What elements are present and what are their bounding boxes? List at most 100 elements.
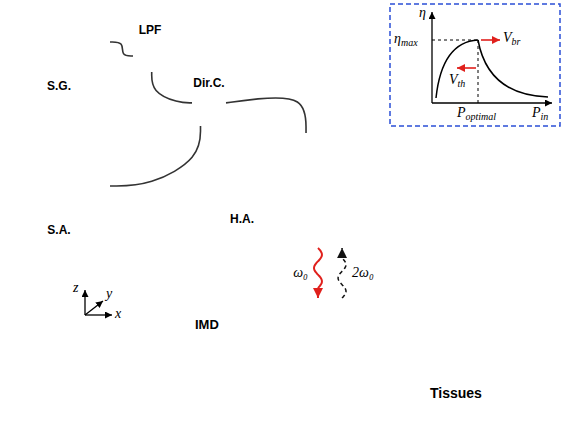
slab-side-face <box>40 268 100 430</box>
symbol-subscript: optimal <box>466 111 497 122</box>
horn-antenna-icon <box>272 150 292 237</box>
spectrum-analyzer-icon <box>90 176 102 186</box>
horn-antenna-icon <box>306 150 307 247</box>
frequency-label: 2ω₀ <box>352 265 374 280</box>
horn-antenna-icon <box>259 150 355 247</box>
coupler-icon <box>196 103 222 105</box>
graph-axis <box>432 102 552 103</box>
spectrum-analyzer-icon <box>43 178 45 192</box>
spectrum-analyzer-icon <box>72 160 84 170</box>
filter-icon <box>134 41 167 72</box>
horn-antenna: H.A. <box>258 133 356 248</box>
spectrum-analyzer-icon <box>72 176 84 186</box>
horn-antenna-icon <box>320 150 342 237</box>
implant-device: IMD <box>195 298 365 316</box>
implant-antenna <box>282 302 294 311</box>
guide-line <box>478 40 479 103</box>
symbol-base: η <box>394 31 401 46</box>
symbol-label: Pin <box>532 106 548 122</box>
symbol-subscript: th <box>458 78 466 89</box>
signal-generator-icon <box>72 16 84 26</box>
guide-line <box>432 40 478 41</box>
spectrum-analyzer: S.A. <box>8 150 110 222</box>
rf-cable <box>152 72 192 103</box>
signal-generator-icon <box>31 63 37 69</box>
symbol-label: x <box>115 307 121 321</box>
symbol-label: Vth <box>449 73 465 89</box>
device-label: S.G. <box>47 80 71 94</box>
rf-cable <box>110 126 201 186</box>
directional-coupler: Dir.C. <box>192 93 226 126</box>
symbol-base: P <box>457 105 466 120</box>
spectrum-analyzer-icon <box>38 162 40 192</box>
symbol-label: Vbr <box>503 31 520 47</box>
device-label: H.A. <box>230 213 254 227</box>
rf-cable <box>226 98 306 133</box>
coupler-icon <box>217 107 222 113</box>
coupler-icon <box>200 110 217 121</box>
symbol-base: V <box>503 30 512 45</box>
filter-icon <box>147 45 153 53</box>
signal-generator-icon <box>90 16 102 26</box>
filter-icon <box>140 61 160 66</box>
signal-generator: S.G. <box>8 6 110 78</box>
device-label: Tissues <box>430 385 482 401</box>
efficiency-curve <box>436 40 478 98</box>
slab-top-face <box>40 258 560 345</box>
spectrum-analyzer-icon <box>27 184 29 192</box>
filter-icon <box>140 54 160 59</box>
filter-icon <box>147 52 153 60</box>
signal-generator-icon <box>24 19 54 49</box>
shift-arrow <box>457 67 476 69</box>
wave-arrow <box>338 248 346 298</box>
symbol-subscript: max <box>401 37 418 48</box>
symbol-label: y <box>106 287 112 301</box>
filter-icon <box>140 47 160 52</box>
axis-arrow <box>84 290 85 315</box>
spectrum-analyzer-icon <box>18 192 60 193</box>
wave-arrow <box>314 248 322 298</box>
spectrum-analyzer-icon <box>90 160 102 170</box>
signal-generator-outline <box>8 6 110 78</box>
implant-antenna <box>299 304 364 307</box>
device-label: IMD <box>195 318 219 333</box>
spectrum-analyzer-icon <box>49 184 51 192</box>
symbol-base: P <box>532 105 541 120</box>
low-pass-filter: LPF <box>133 40 167 72</box>
symbol-label: η <box>419 6 426 20</box>
shift-arrow <box>481 39 500 41</box>
horn-antenna-icon <box>292 134 320 150</box>
spectrum-analyzer-icon <box>87 199 101 213</box>
signal-generator-icon <box>87 55 101 69</box>
signal-generator-icon <box>19 63 25 69</box>
device-label: LPF <box>139 24 162 38</box>
axis-arrow <box>85 301 103 315</box>
spectrum-analyzer-icon <box>19 207 25 213</box>
signal-generator-icon <box>92 60 97 65</box>
symbol-label: ηmax <box>394 32 418 48</box>
slab-front-face <box>100 330 560 430</box>
spectrum-analyzer-icon <box>9 151 110 222</box>
spectrum-analyzer-icon <box>31 207 37 213</box>
implant-device-outline <box>195 298 365 316</box>
axis-arrow <box>85 314 112 315</box>
implant-antenna <box>196 307 281 310</box>
rf-cable <box>110 42 133 56</box>
symbol-subscript: br <box>512 36 521 47</box>
inset-frame <box>390 4 560 126</box>
tissue-slab-outline <box>5 250 562 432</box>
symbol-base: V <box>449 72 458 87</box>
horn-antenna-icon <box>272 237 355 247</box>
signal-generator-icon <box>9 7 110 78</box>
efficiency-curve <box>478 40 548 97</box>
spectrum-analyzer-icon <box>92 204 97 209</box>
low-pass-filter-outline <box>133 40 167 72</box>
frequency-label: ω₀ <box>293 265 308 280</box>
device-label: Dir.C. <box>193 77 224 91</box>
signal-generator-icon <box>72 32 84 42</box>
graph-axis <box>431 12 432 103</box>
tissue-slab: Tissues IMD <box>5 250 562 432</box>
coupler-icon <box>193 94 226 126</box>
